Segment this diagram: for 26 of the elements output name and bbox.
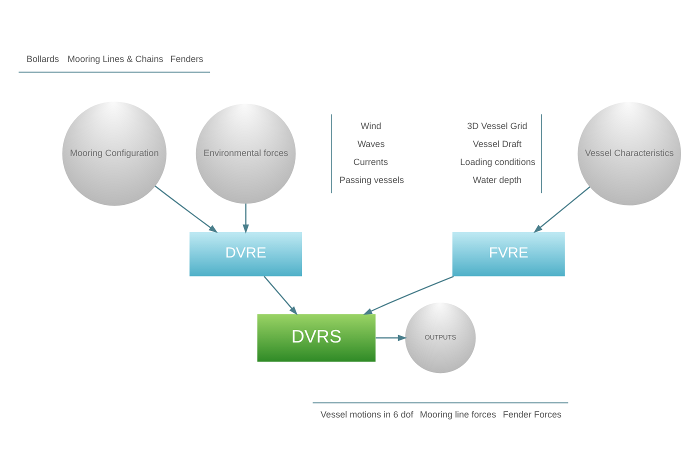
arrow [264, 276, 298, 316]
arrow [533, 186, 590, 233]
node-label: Passing vessels [339, 175, 404, 186]
node-label: Wind [360, 120, 382, 131]
arrow [363, 276, 454, 315]
node-box: DVRE [190, 232, 302, 276]
node-label: 3D Vessel Grid [467, 120, 528, 131]
node-label: Bollards [26, 54, 60, 64]
node-label: Vessel motions in 6 dof [320, 409, 414, 420]
node-box: DVRS [257, 314, 376, 362]
node-label: Fender Forces [502, 409, 562, 420]
node-label: Mooring Lines & Chains [68, 54, 164, 64]
arrow [376, 334, 407, 342]
node-circle: Vessel Characteristics [578, 102, 682, 206]
node-circle: Environmental forces [196, 104, 296, 204]
node-label: Mooring line forces [420, 409, 496, 420]
node-label: Waves [358, 138, 385, 149]
node-label: Currents [353, 157, 388, 168]
node-label: Loading conditions [460, 157, 536, 168]
node-label: Fenders [170, 54, 204, 64]
arrow [242, 204, 249, 234]
arrow [154, 186, 218, 233]
node-box: FVRE [452, 232, 565, 276]
node-label: Vessel Draft [472, 138, 522, 149]
node-circle: Mooring Configuration [62, 102, 166, 206]
node-label: Water depth [472, 175, 522, 186]
